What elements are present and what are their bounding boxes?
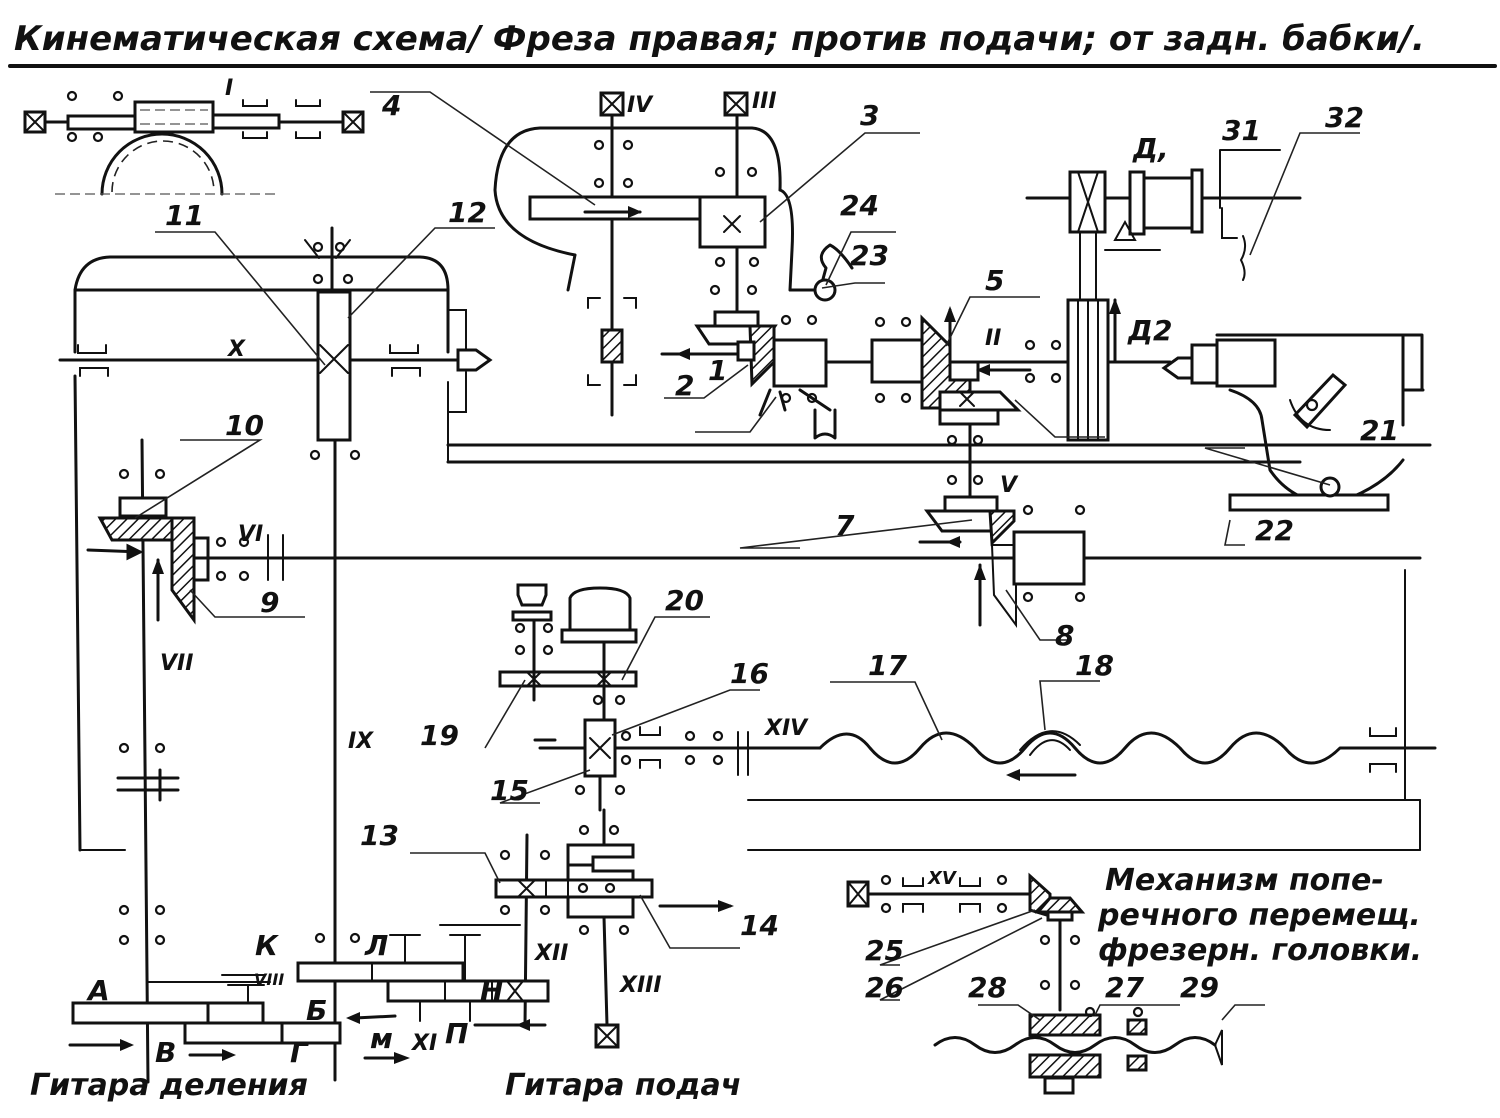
part-label-15: 15	[490, 774, 529, 807]
shaft-label-II: II	[985, 326, 1001, 351]
differential-box-3	[698, 195, 767, 249]
bevel-gear-7-8	[918, 495, 1086, 629]
shaft-label-VIII: VIII	[254, 970, 284, 989]
motor-pair-19-20	[498, 583, 638, 722]
part-label-24: 24	[840, 189, 879, 222]
part-label-26: 26	[865, 971, 904, 1004]
part-label-27: 27	[1105, 971, 1144, 1004]
gear-letter-P: П	[445, 1017, 468, 1050]
gear-letter-G: Г	[290, 1036, 310, 1069]
part-label-4: 4	[381, 89, 401, 122]
gear-letter-N: Н	[480, 974, 503, 1007]
part-label-23: 23	[850, 239, 889, 272]
rack-29	[933, 1036, 1217, 1054]
part-label-3: 3	[860, 99, 879, 132]
part-label-7: 7	[835, 509, 855, 542]
gear-letter-B: Б	[306, 994, 327, 1027]
caption-cross-mechanism-1: Механизм попе-	[1105, 863, 1384, 898]
part-label-11: 11	[165, 199, 204, 232]
machine-bed	[446, 411, 1432, 851]
diagram-title: Кинематическая схема/ Фреза правая; прот…	[14, 19, 1425, 59]
shaft-label-VI: VI	[238, 522, 263, 547]
hob-head-housing: X	[58, 226, 493, 852]
gear-letter-K: К	[255, 929, 280, 962]
gear-L	[386, 979, 550, 1003]
shaft-I-assembly: I	[23, 76, 365, 196]
shaft-label-X: X	[226, 337, 246, 362]
shaft-label-IV: IV	[627, 93, 654, 118]
part-label-10: 10	[225, 409, 264, 442]
shaft-XIV-assembly: XIV	[533, 716, 1437, 812]
shaft-label-XIV: XIV	[763, 716, 809, 741]
caption-cross-mechanism-3: фрезерн. головки.	[1098, 933, 1422, 968]
shaft-IX: IX	[309, 438, 374, 1082]
part-label-21: 21	[1360, 414, 1399, 447]
spindle-II-assembly: II V	[824, 306, 1172, 522]
rack-17	[818, 731, 1397, 765]
motor-label-d2: Д2	[1127, 314, 1172, 347]
part-label-14: 14	[740, 909, 779, 942]
part-label-28: 28	[968, 971, 1007, 1004]
shaft-label-XIII: XIII	[618, 973, 662, 998]
differential-assembly: IV III	[493, 89, 877, 440]
part-label-9: 9	[260, 586, 279, 619]
part-label-1: 1	[708, 354, 727, 387]
motor-label-d1: Д,	[1132, 132, 1169, 165]
part-label-22: 22	[1255, 514, 1294, 547]
gear-letter-A: А	[86, 974, 110, 1007]
shaft-label-III: III	[752, 89, 777, 114]
leader-lines	[134, 91, 1360, 1021]
shaft-label-IX: IX	[348, 729, 374, 754]
tailstock	[1161, 333, 1425, 512]
change-gear-train: А Б В Г К Л м Н П VIII XI	[68, 924, 550, 1069]
part-label-20: 20	[665, 584, 704, 617]
caption-feed-guitar: Гитара подач	[505, 1068, 741, 1103]
part-label-25: 25	[865, 934, 904, 967]
part-label-12: 12	[448, 196, 487, 229]
part-label-17: 17	[868, 649, 907, 682]
gear-letter-M: м	[370, 1022, 393, 1055]
part-label-16: 16	[730, 657, 769, 690]
shaft-label-VII: VII	[160, 651, 193, 676]
part-label-5: 5	[985, 264, 1004, 297]
shaft-label-XII: XII	[533, 941, 568, 966]
roller-21	[1319, 476, 1341, 498]
part-label-29: 29	[1180, 971, 1219, 1004]
part-label-31: 31	[1222, 114, 1261, 147]
gear-letter-V: В	[155, 1036, 176, 1069]
gear-letter-L: Л	[364, 929, 388, 962]
motor-drive: Д, Д2	[1025, 132, 1302, 442]
part-label-32: 32	[1325, 101, 1364, 134]
shaft-label-V: V	[1000, 473, 1019, 498]
nut-18	[1019, 730, 1081, 756]
guide-22	[1228, 493, 1390, 512]
caption-division-guitar: Гитара деления	[30, 1068, 308, 1103]
part-label-19: 19	[420, 719, 459, 752]
cross-feed-mechanism: XV	[846, 868, 1223, 1095]
shaft-label-XV: XV	[927, 868, 958, 889]
caption-cross-mechanism-2: речного перемещ.	[1097, 898, 1421, 933]
part-label-18: 18	[1075, 649, 1114, 682]
rack-4	[528, 195, 722, 221]
shaft-label-I: I	[225, 76, 233, 101]
worm-wheel-shaft-12	[316, 290, 352, 442]
part-label-2: 2	[675, 369, 694, 402]
feed-guitar: XII XIII	[494, 808, 734, 1049]
shaft-label-XI: XI	[410, 1031, 437, 1056]
part-label-8: 8	[1055, 619, 1074, 652]
part-label-13: 13	[360, 819, 399, 852]
shaft-VII-assembly: VII VI	[86, 438, 1422, 1084]
part-number-labels: 1 2 3 4 5 7 8 9 10 11 12 13 14 15 16 17 …	[165, 89, 1399, 1004]
gear-K	[296, 961, 465, 983]
